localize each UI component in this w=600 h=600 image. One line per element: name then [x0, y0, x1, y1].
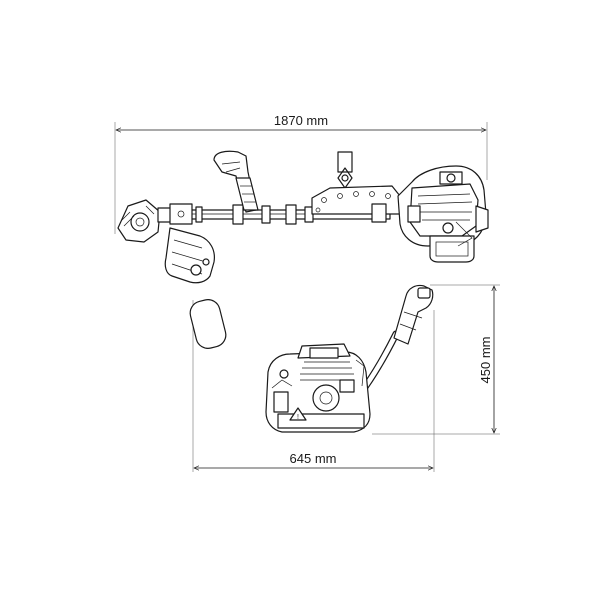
harness-hook: [337, 151, 353, 189]
height-dimension: 450 mm: [372, 284, 500, 435]
side-view: [117, 150, 489, 284]
engine-side: [397, 165, 489, 263]
rear-handle: [213, 150, 259, 213]
engine-front: !: [265, 343, 371, 433]
left-handle-front: [189, 299, 283, 391]
cutting-head: [117, 199, 193, 243]
width-dimension: 645 mm: [192, 300, 435, 472]
shaft-clamp-plate: [311, 185, 401, 223]
height-dimension-label: 450 mm: [478, 337, 493, 384]
length-dimension: 1870 mm: [114, 113, 488, 234]
safety-guard: [164, 227, 215, 284]
right-handle-front: [356, 284, 434, 398]
svg-text:!: !: [297, 414, 299, 421]
front-view: !: [189, 284, 434, 433]
length-dimension-label: 1870 mm: [274, 113, 328, 128]
width-dimension-label: 645 mm: [290, 451, 337, 466]
